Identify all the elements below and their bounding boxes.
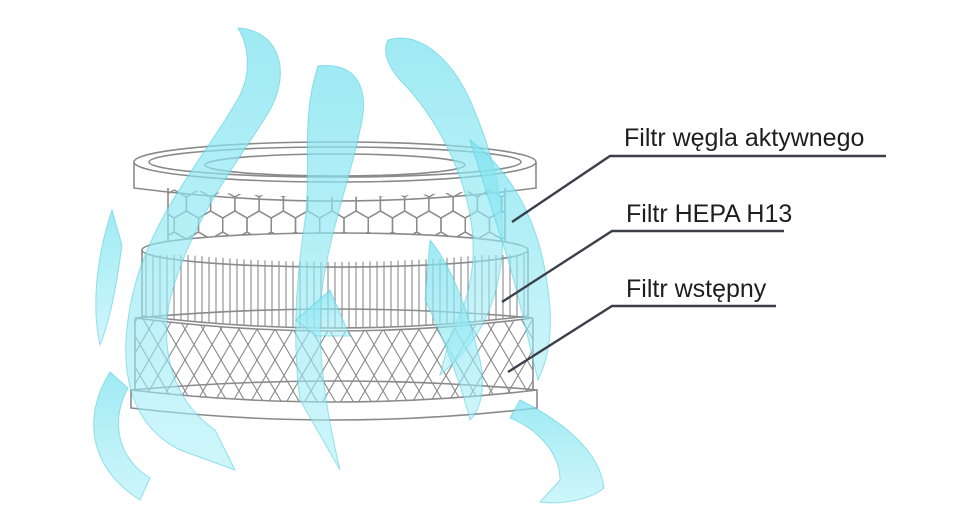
mesh-line <box>564 300 634 420</box>
mesh-line <box>600 300 670 420</box>
mesh-line <box>600 300 670 420</box>
airflow-swirl-right-outer <box>469 138 551 382</box>
airflow-swirl-center-head <box>295 289 351 337</box>
leader-carbon <box>511 154 886 223</box>
airflow-swirl-left-lower <box>93 371 151 501</box>
leader-prefilter <box>507 304 776 374</box>
leader-hepa <box>501 229 784 304</box>
airflow-swirl-left <box>125 27 281 471</box>
mesh-line <box>546 300 616 420</box>
airflow-swirl-lower-right <box>509 399 605 504</box>
airflow-swirls <box>93 27 605 504</box>
leader-lines <box>501 154 886 374</box>
label-carbon-filter: Filtr węgla aktywnego <box>624 124 864 152</box>
label-prefilter: Filtr wstępny <box>626 275 767 303</box>
mesh-line <box>546 300 616 420</box>
airflow-swirl-center <box>295 65 364 471</box>
airflow-swirl-right <box>385 37 504 377</box>
label-hepa-filter: Filtr HEPA H13 <box>626 200 792 228</box>
mesh-line <box>618 300 688 420</box>
mesh-line <box>618 300 688 420</box>
mesh-line <box>564 300 634 420</box>
hexagon-cell <box>138 190 162 218</box>
airflow-swirl-left-tail <box>95 208 123 347</box>
mesh-line <box>509 318 533 405</box>
airflow-swirl-inner-down <box>424 238 483 421</box>
